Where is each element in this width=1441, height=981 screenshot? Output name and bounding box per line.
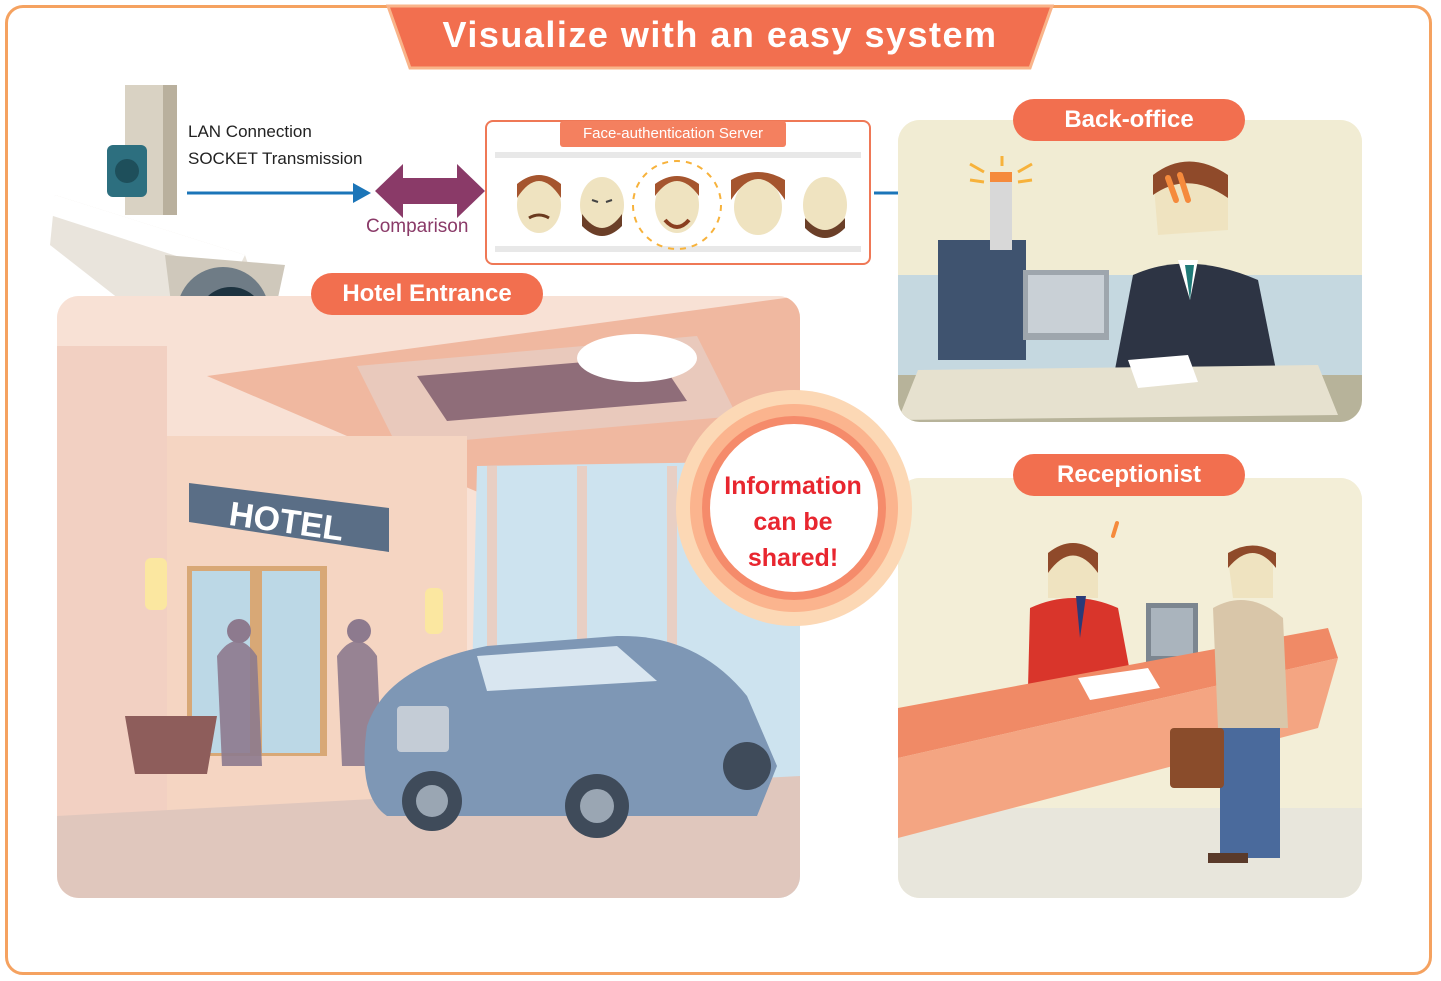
info-line1: Information bbox=[724, 472, 862, 500]
face-3-matched-icon bbox=[632, 160, 722, 250]
receptionist-scene bbox=[898, 478, 1362, 898]
face-lineup bbox=[495, 152, 861, 252]
face-5-icon bbox=[803, 177, 847, 238]
receptionist-panel bbox=[898, 478, 1362, 898]
info-shared-callout bbox=[676, 390, 912, 626]
camera-to-server-arrow bbox=[187, 183, 371, 203]
receptionist-label: Receptionist bbox=[1013, 454, 1245, 496]
face-1-icon bbox=[517, 175, 561, 233]
hotel-entrance-label: Hotel Entrance bbox=[311, 273, 543, 315]
info-shared-text: Information can be shared! bbox=[710, 468, 876, 576]
diagram-title: Visualize with an easy system bbox=[442, 14, 998, 55]
link-label-line2: SOCKET Transmission bbox=[188, 149, 363, 168]
title-banner bbox=[385, 4, 1055, 70]
back-office-scene bbox=[898, 120, 1362, 422]
info-line2: can be bbox=[753, 508, 833, 536]
info-line3: shared! bbox=[747, 544, 839, 572]
server-title: Face-authentication Server bbox=[560, 121, 786, 147]
link-label-line1: LAN Connection bbox=[188, 122, 312, 141]
hotel-entrance-panel bbox=[57, 296, 800, 898]
face-4-icon bbox=[731, 172, 785, 235]
comparison-label: Comparison bbox=[366, 216, 469, 237]
comparison-arrow-icon bbox=[375, 164, 485, 218]
face-2-icon bbox=[580, 177, 624, 236]
back-office-label: Back-office bbox=[1013, 99, 1245, 141]
hotel-entrance-scene bbox=[57, 296, 800, 898]
back-office-panel bbox=[898, 120, 1362, 422]
